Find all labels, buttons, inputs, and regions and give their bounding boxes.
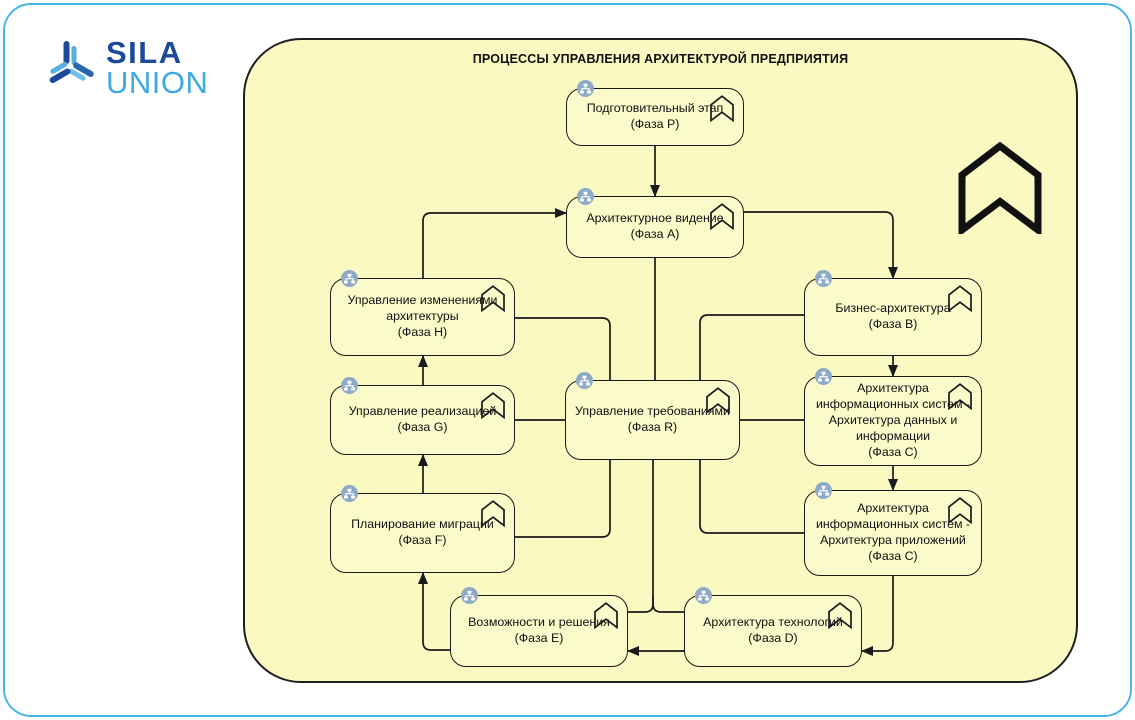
process-node-phase: (Фаза B) xyxy=(868,317,918,331)
process-node-P[interactable]: Подготовительный этап(Фаза P) xyxy=(566,80,744,146)
decomposition-badge-icon[interactable] xyxy=(815,368,832,385)
process-node-label: Возможности и решения xyxy=(468,615,610,630)
process-chevron-icon xyxy=(709,202,735,231)
process-node-label: Архитектура информационных систем - Архи… xyxy=(815,381,971,443)
process-node-text: Архитектура технологий(Фаза D) xyxy=(696,615,850,647)
process-chevron-icon xyxy=(593,601,619,630)
process-node-A[interactable]: Архитектурное видение(Фаза A) xyxy=(566,188,744,258)
process-chevron-icon xyxy=(827,601,853,630)
big-process-chevron-icon xyxy=(957,141,1043,237)
process-node-D[interactable]: Архитектура технологий(Фаза D) xyxy=(684,587,862,667)
process-chevron-icon xyxy=(480,391,506,420)
process-node-label: Архитектура технологий xyxy=(703,615,843,630)
process-node-phase: (Фаза R) xyxy=(627,420,678,434)
process-node-label: Архитектура информационных систем - Архи… xyxy=(815,501,971,547)
process-node-phase: (Фаза D) xyxy=(748,631,798,645)
process-node-label: Управление реализацией xyxy=(348,404,497,419)
process-node-text: Возможности и решения(Фаза E) xyxy=(461,615,617,647)
process-node-text: Планирование миграции(Фаза F) xyxy=(344,517,501,549)
process-node-text: Архитектура информационных систем - Архи… xyxy=(805,501,981,565)
process-node-label: Управление изменениями архитектуры xyxy=(347,293,498,324)
process-chevron-icon xyxy=(947,496,973,525)
decomposition-badge-icon[interactable] xyxy=(341,270,358,287)
brand-name-primary: SILA xyxy=(106,35,183,71)
process-chevron-icon xyxy=(705,386,731,415)
process-node-phase: (Фаза H) xyxy=(397,324,448,339)
process-node-phase: (Фаза G) xyxy=(397,420,448,434)
process-chevron-icon xyxy=(947,284,973,313)
process-node-text: Управление реализацией(Фаза G) xyxy=(342,404,504,436)
brand-name-secondary: UNION xyxy=(106,64,209,100)
process-node-text: Управление требованиями(Фаза R) xyxy=(568,404,737,436)
process-node-text: Управление изменениями архитектуры(Фаза … xyxy=(331,293,514,341)
decomposition-badge-icon[interactable] xyxy=(815,482,832,499)
process-node-C1[interactable]: Архитектура информационных систем - Архи… xyxy=(804,368,982,466)
process-node-text: Подготовительный этап(Фаза P) xyxy=(580,101,731,133)
brand-wordmark: SILA UNION xyxy=(106,35,209,100)
brand-logo: SILA UNION xyxy=(44,36,208,99)
decomposition-badge-icon[interactable] xyxy=(341,377,358,394)
process-chevron-icon xyxy=(480,499,506,528)
decomposition-badge-icon[interactable] xyxy=(577,188,594,205)
diagram-title: ПРОЦЕССЫ УПРАВЛЕНИЯ АРХИТЕКТУРОЙ ПРЕДПРИ… xyxy=(472,52,849,66)
process-node-B[interactable]: Бизнес-архитектура(Фаза B) xyxy=(804,270,982,356)
process-node-E[interactable]: Возможности и решения(Фаза E) xyxy=(450,587,628,667)
process-node-text: Архитектура информационных систем - Архи… xyxy=(805,381,981,460)
process-node-label: Планирование миграции xyxy=(351,517,494,532)
process-node-phase: (Фаза C) xyxy=(868,444,918,459)
process-chevron-icon xyxy=(947,382,973,411)
process-node-phase: (Фаза A) xyxy=(630,227,680,241)
process-chevron-icon xyxy=(480,284,506,313)
process-node-C2[interactable]: Архитектура информационных систем - Архи… xyxy=(804,482,982,576)
process-chevron-icon xyxy=(709,94,735,123)
process-node-phase: (Фаза C) xyxy=(868,548,918,563)
decomposition-badge-icon[interactable] xyxy=(461,587,478,604)
process-node-phase: (Фаза P) xyxy=(630,117,680,131)
decomposition-badge-icon[interactable] xyxy=(341,485,358,502)
process-node-label: Подготовительный этап xyxy=(586,101,724,116)
process-node-text: Бизнес-архитектура(Фаза B) xyxy=(828,301,957,333)
process-node-label: Управление требованиями xyxy=(575,404,730,419)
process-node-label: Бизнес-архитектура xyxy=(835,301,951,316)
decomposition-badge-icon[interactable] xyxy=(815,270,832,287)
process-node-R[interactable]: Управление требованиями(Фаза R) xyxy=(565,372,740,460)
process-node-F[interactable]: Планирование миграции(Фаза F) xyxy=(330,485,515,573)
process-node-phase: (Фаза F) xyxy=(398,533,447,547)
process-node-G[interactable]: Управление реализацией(Фаза G) xyxy=(330,377,515,455)
decomposition-badge-icon[interactable] xyxy=(577,80,594,97)
decomposition-badge-icon[interactable] xyxy=(695,587,712,604)
process-node-text: Архитектурное видение(Фаза A) xyxy=(579,211,730,243)
sila-union-tribranch-icon xyxy=(44,36,96,99)
process-node-H[interactable]: Управление изменениями архитектуры(Фаза … xyxy=(330,270,515,356)
process-node-label: Архитектурное видение xyxy=(586,211,724,226)
process-node-phase: (Фаза E) xyxy=(514,631,564,645)
decomposition-badge-icon[interactable] xyxy=(576,372,593,389)
